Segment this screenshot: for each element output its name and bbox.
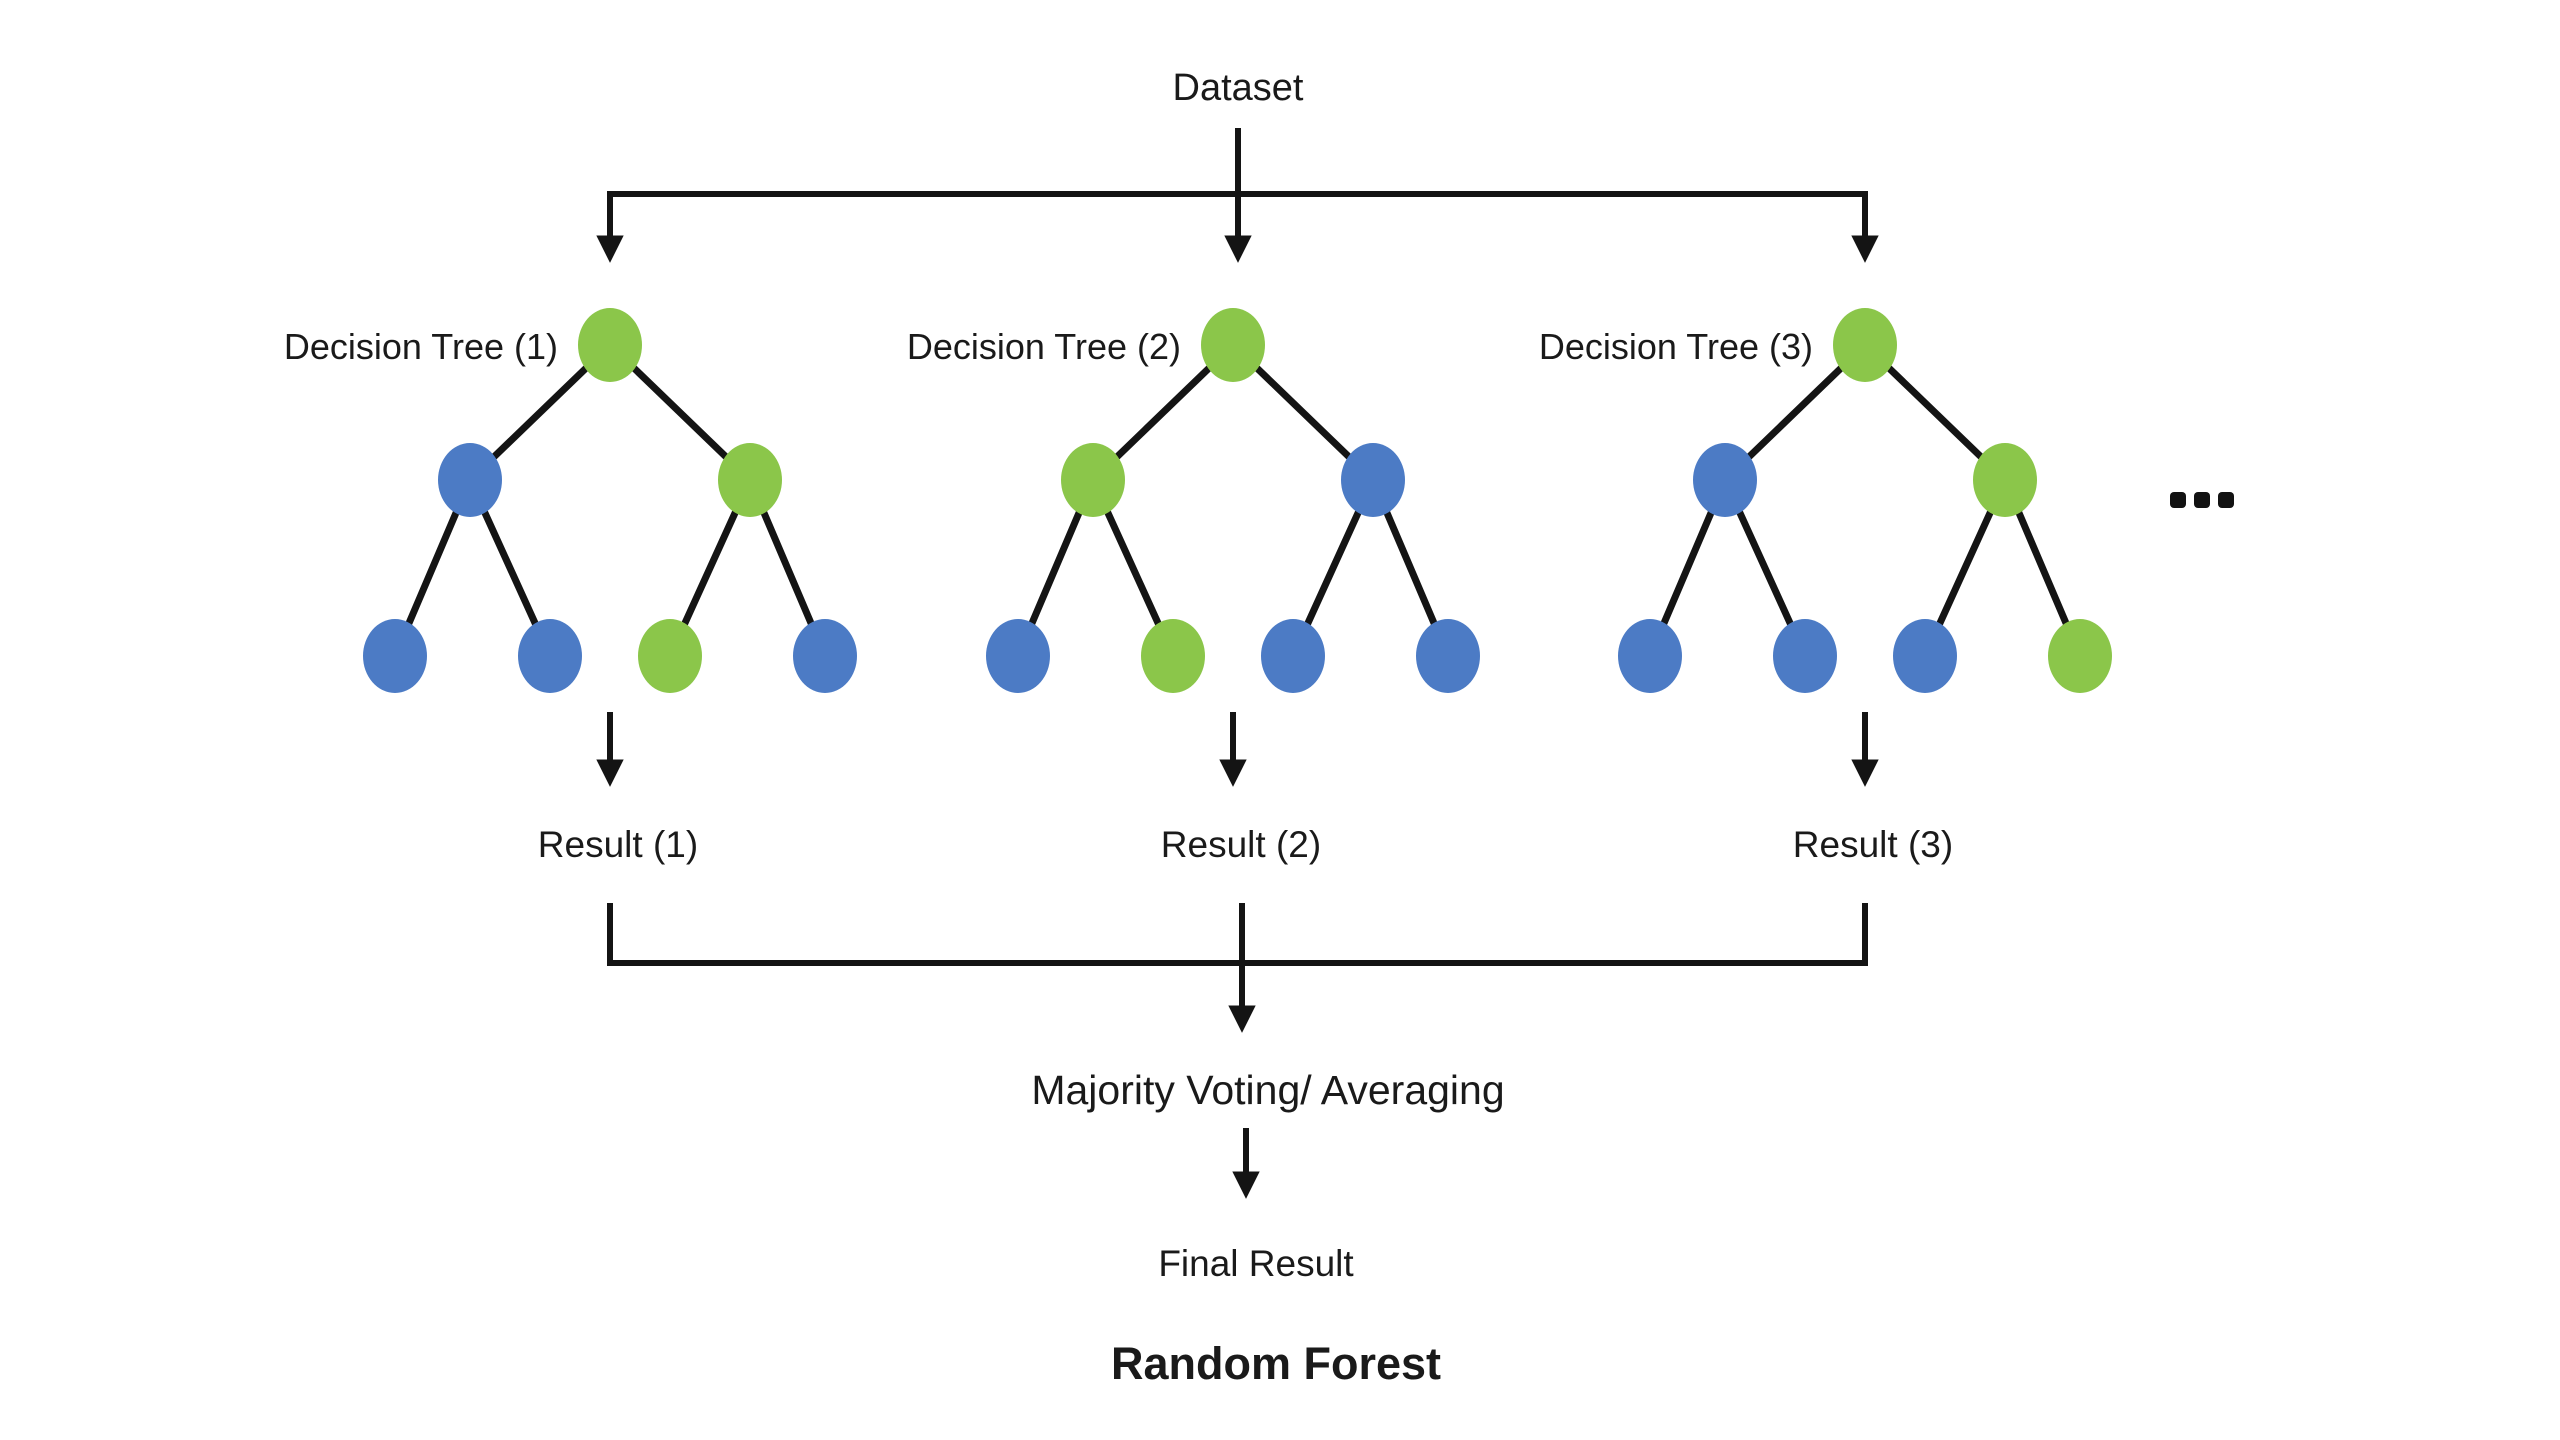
leaf-node-blue bbox=[1618, 619, 1682, 693]
leaf-node-green bbox=[1141, 619, 1205, 693]
leaf-node-blue bbox=[1261, 619, 1325, 693]
leaf-node-green bbox=[638, 619, 702, 693]
leaf-node-blue bbox=[986, 619, 1050, 693]
diagram-caption: Random Forest bbox=[1111, 1338, 1441, 1389]
child-node-green bbox=[1973, 443, 2037, 517]
decision-tree-3: Decision Tree (3) Result (3) bbox=[1539, 308, 2112, 865]
dataset-label: Dataset bbox=[1173, 67, 1304, 109]
leaf-node-blue bbox=[793, 619, 857, 693]
tree-label: Decision Tree (2) bbox=[907, 326, 1181, 367]
result-label: Result (1) bbox=[538, 824, 698, 865]
child-node-green bbox=[718, 443, 782, 517]
child-node-blue bbox=[1693, 443, 1757, 517]
root-node-green bbox=[1833, 308, 1897, 382]
more-trees-ellipsis-icon bbox=[2170, 492, 2234, 508]
decision-tree-2: Decision Tree (2) Result (2) bbox=[907, 308, 1480, 865]
results-bracket bbox=[607, 903, 1868, 966]
leaf-node-blue bbox=[1416, 619, 1480, 693]
decision-tree-1: Decision Tree (1) Result (1) bbox=[284, 308, 857, 865]
final-result-label: Final Result bbox=[1158, 1243, 1354, 1284]
root-node-green bbox=[578, 308, 642, 382]
leaf-node-blue bbox=[1893, 619, 1957, 693]
child-node-blue bbox=[1341, 443, 1405, 517]
leaf-node-blue bbox=[1773, 619, 1837, 693]
majority-voting-label: Majority Voting/ Averaging bbox=[1031, 1067, 1504, 1113]
split-connector bbox=[596, 191, 1879, 263]
result-label: Result (2) bbox=[1161, 824, 1321, 865]
leaf-node-blue bbox=[363, 619, 427, 693]
result-label: Result (3) bbox=[1793, 824, 1953, 865]
child-node-blue bbox=[438, 443, 502, 517]
leaf-node-blue bbox=[518, 619, 582, 693]
tree-label: Decision Tree (1) bbox=[284, 326, 558, 367]
tree-label: Decision Tree (3) bbox=[1539, 326, 1813, 367]
child-node-green bbox=[1061, 443, 1125, 517]
root-node-green bbox=[1201, 308, 1265, 382]
leaf-node-green bbox=[2048, 619, 2112, 693]
